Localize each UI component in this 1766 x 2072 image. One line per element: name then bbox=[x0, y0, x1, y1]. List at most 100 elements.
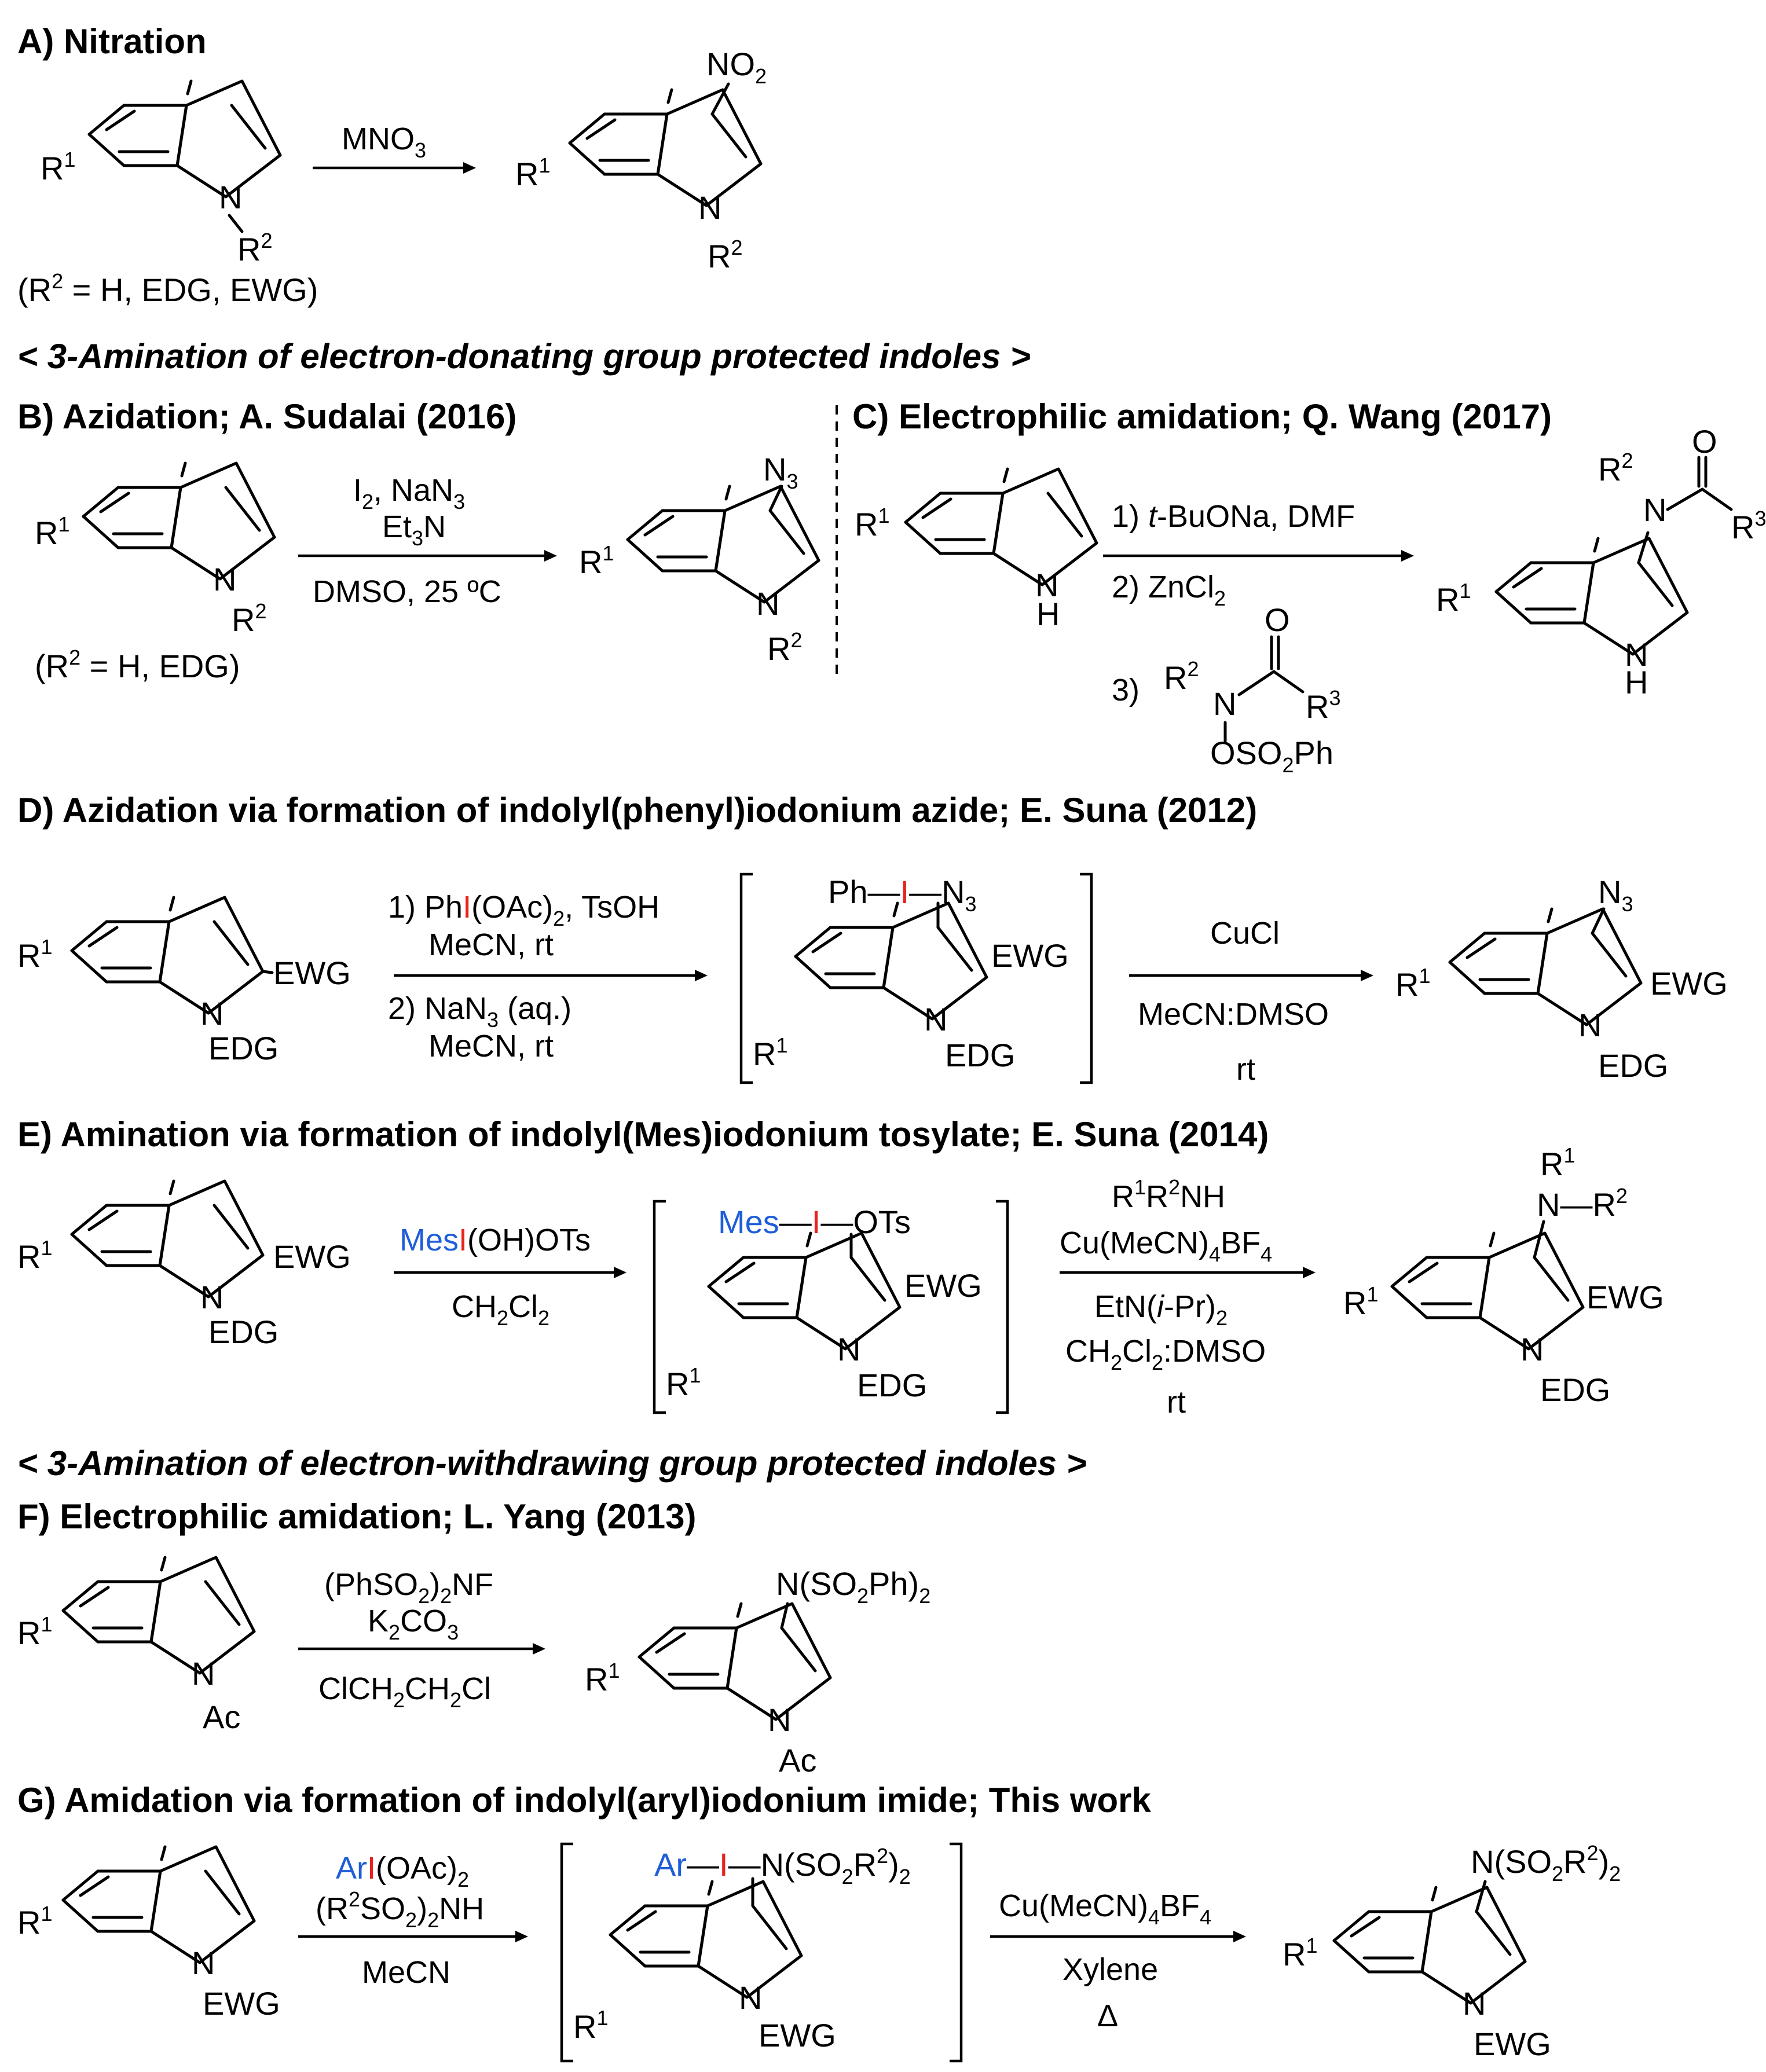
svg-text:N: N bbox=[1643, 492, 1666, 528]
svg-text:Ac: Ac bbox=[779, 1742, 816, 1778]
svg-text:N: N bbox=[200, 1279, 224, 1315]
panel-c-reactant-indole bbox=[906, 469, 1097, 585]
svg-text:R1: R1 bbox=[17, 1236, 52, 1275]
svg-text:DMSO, 25 ºC: DMSO, 25 ºC bbox=[313, 574, 501, 609]
svg-text:R1: R1 bbox=[17, 1902, 52, 1941]
svg-text:EWG: EWG bbox=[273, 1238, 351, 1275]
svg-text:2) NaN3 (aq.): 2) NaN3 (aq.) bbox=[388, 991, 571, 1032]
svg-text:CH2Cl2: CH2Cl2 bbox=[452, 1289, 549, 1330]
panel-b-reactant-indole bbox=[83, 463, 274, 579]
svg-text:Cu(MeCN)4BF4: Cu(MeCN)4BF4 bbox=[1060, 1226, 1272, 1266]
panel-d-int-top: Ph—I—N3 bbox=[828, 874, 977, 916]
svg-text:EWG: EWG bbox=[203, 1985, 280, 2022]
panel-e-reactant-indole bbox=[72, 1181, 263, 1297]
panel-d-bracket-left bbox=[739, 872, 753, 1084]
svg-text:MeCN: MeCN bbox=[362, 1955, 450, 1990]
panel-f-reactant-indole bbox=[63, 1557, 254, 1673]
svg-text:N: N bbox=[1463, 1985, 1486, 2022]
svg-text:MeCN, rt: MeCN, rt bbox=[428, 1029, 554, 1063]
svg-text:N: N bbox=[768, 1701, 791, 1738]
svg-text:R2: R2 bbox=[1598, 449, 1633, 487]
svg-text:EWG: EWG bbox=[1587, 1279, 1664, 1315]
svg-text:N: N bbox=[1213, 685, 1236, 722]
svg-text:EtN(i-Pr)2: EtN(i-Pr)2 bbox=[1094, 1289, 1228, 1330]
panel-f-product-indole bbox=[639, 1604, 830, 1719]
panel-g-reactant-indole bbox=[63, 1847, 254, 1963]
svg-text:MeCN:DMSO: MeCN:DMSO bbox=[1138, 997, 1329, 1032]
panel-a-prod-n: N bbox=[698, 189, 721, 226]
svg-text:R2: R2 bbox=[232, 599, 266, 638]
subtitle-ewg: < 3-Amination of electron-withdrawing gr… bbox=[17, 1444, 1087, 1483]
svg-text:rt: rt bbox=[1236, 1052, 1255, 1087]
panel-a-r1: R1 bbox=[41, 148, 75, 186]
svg-text:R1: R1 bbox=[753, 1033, 787, 1072]
panel-g-bracket-left bbox=[560, 1842, 573, 2063]
svg-text:3): 3) bbox=[1112, 673, 1140, 707]
panel-f-title: F) Electrophilic amidation; L. Yang (201… bbox=[17, 1497, 696, 1536]
svg-text:EWG: EWG bbox=[759, 2017, 836, 2053]
svg-text:EDG: EDG bbox=[1540, 1371, 1610, 1408]
svg-text:Xylene: Xylene bbox=[1062, 1952, 1158, 1987]
svg-text:R1: R1 bbox=[579, 541, 614, 580]
svg-text:EWG: EWG bbox=[904, 1267, 982, 1304]
subtitle-edg: < 3-Amination of electron-donating group… bbox=[17, 337, 1031, 376]
svg-text:K2CO3: K2CO3 bbox=[368, 1604, 459, 1644]
svg-text:EDG: EDG bbox=[208, 1030, 279, 1066]
svg-text:R1: R1 bbox=[17, 935, 52, 974]
svg-text:EDG: EDG bbox=[857, 1367, 927, 1403]
panel-e-bracket-right bbox=[996, 1200, 1009, 1414]
svg-text:rt: rt bbox=[1167, 1385, 1186, 1420]
panel-c-title: C) Electrophilic amidation; Q. Wang (201… bbox=[852, 397, 1552, 436]
panel-b-note: (R2 = H, EDG) bbox=[35, 646, 240, 684]
svg-text:R2: R2 bbox=[1164, 657, 1199, 696]
panel-a-reagent: MNO3 bbox=[342, 122, 426, 162]
panel-g-product-indole bbox=[1334, 1887, 1525, 2003]
svg-text:MeCN, rt: MeCN, rt bbox=[428, 927, 554, 962]
svg-text:N: N bbox=[1578, 1007, 1602, 1043]
svg-text:R2: R2 bbox=[767, 628, 802, 667]
svg-text:N: N bbox=[924, 1001, 947, 1037]
panel-g-title: G) Amidation via formation of indolyl(ar… bbox=[17, 1781, 1151, 1820]
svg-text:R3: R3 bbox=[1731, 507, 1766, 545]
panel-d-intermediate-indole bbox=[796, 903, 987, 1019]
svg-text:N: N bbox=[1520, 1331, 1544, 1367]
svg-text:EDG: EDG bbox=[945, 1037, 1015, 1073]
panel-a-prod-r2: R2 bbox=[708, 236, 742, 274]
svg-text:N: N bbox=[739, 1979, 762, 2016]
panel-e-reagent: MesI(OH)OTs bbox=[400, 1223, 591, 1257]
svg-text:EWG: EWG bbox=[273, 955, 351, 991]
panel-g-reagent: ArI(OAc)2 bbox=[336, 1851, 469, 1891]
svg-text:O: O bbox=[1265, 602, 1290, 638]
panel-e-bracket-left bbox=[653, 1200, 666, 1414]
panel-f-prod-top: N(SO2Ph)2 bbox=[776, 1565, 930, 1608]
panel-g-int-top: Ar—I—N(SO2R2)2 bbox=[654, 1844, 911, 1888]
panel-a-r2: R2 bbox=[237, 229, 272, 267]
panel-a-reactant-indole bbox=[89, 81, 280, 197]
svg-text:Ac: Ac bbox=[203, 1699, 240, 1735]
svg-text:O: O bbox=[1692, 423, 1717, 460]
panel-e-title: E) Amination via formation of indolyl(Me… bbox=[17, 1115, 1269, 1154]
panel-a-prod-top: NO2 bbox=[706, 46, 767, 88]
svg-text:R1: R1 bbox=[1395, 964, 1430, 1003]
svg-text:N: N bbox=[192, 1945, 215, 1981]
svg-text:R1: R1 bbox=[1343, 1282, 1378, 1321]
svg-text:R1: R1 bbox=[573, 2006, 608, 2045]
svg-text:R1: R1 bbox=[666, 1363, 701, 1402]
svg-text:N: N bbox=[1035, 567, 1058, 603]
svg-text:1) PhI(OAc)2, TsOH: 1) PhI(OAc)2, TsOH bbox=[388, 890, 659, 930]
svg-text:R1: R1 bbox=[35, 512, 69, 551]
svg-text:N: N bbox=[200, 995, 224, 1032]
svg-text:2) ZnCl2: 2) ZnCl2 bbox=[1112, 570, 1226, 610]
panel-a-product-indole bbox=[570, 90, 761, 206]
svg-text:R1: R1 bbox=[1540, 1143, 1575, 1182]
svg-text:EWG: EWG bbox=[1474, 2026, 1551, 2062]
svg-text:EWG: EWG bbox=[991, 937, 1069, 974]
panel-a-title: A) Nitration bbox=[17, 22, 207, 61]
svg-text:H: H bbox=[1625, 664, 1648, 701]
svg-text:Et3N: Et3N bbox=[382, 509, 446, 550]
svg-text:N3: N3 bbox=[1598, 874, 1633, 916]
svg-text:N: N bbox=[213, 561, 236, 597]
svg-text:N: N bbox=[1625, 636, 1648, 673]
panel-a-n: N bbox=[219, 179, 242, 215]
svg-text:(PhSO2)2NF: (PhSO2)2NF bbox=[324, 1567, 493, 1608]
